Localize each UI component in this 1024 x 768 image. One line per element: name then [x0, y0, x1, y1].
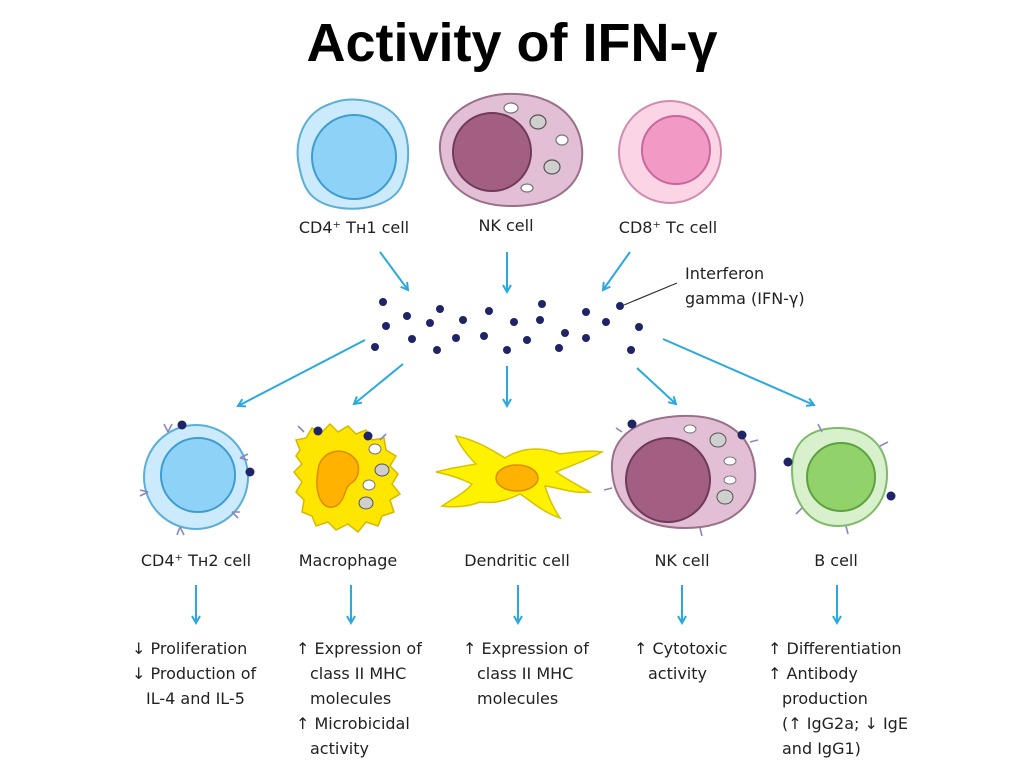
effect-line: class II MHC [477, 664, 574, 683]
b-cell-label: B cell [814, 551, 858, 570]
effect-line: class II MHC [310, 664, 407, 683]
effect-line: ↑ Expression of [463, 639, 589, 658]
ifn-gamma-molecules [371, 298, 643, 354]
dendritic-cell-label: Dendritic cell [464, 551, 570, 570]
arrow-th1-to-ifn [379, 251, 408, 290]
effect-line: molecules [310, 689, 392, 708]
effect-line: (↑ IgG2a; ↓ IgE [782, 714, 908, 733]
effect-line: ↑ Differentiation [768, 639, 902, 658]
effect-line: ↓ Production of [132, 664, 257, 683]
nk-effects: ↑ Cytotoxic activity [634, 636, 727, 686]
effect-line: ↑ Antibody [768, 664, 858, 683]
effect-line: activity [310, 739, 369, 758]
th1-cell-icon [296, 98, 410, 210]
tc-cell-icon [618, 100, 722, 204]
arrow-ifn-to-nk [636, 367, 676, 404]
effect-line: ↓ Proliferation [132, 639, 248, 658]
th2-effects: ↓ Proliferation ↓ Production of IL-4 and… [132, 636, 256, 711]
ifn-gamma-label: Interferon gamma (IFN-γ) [685, 261, 805, 311]
effect-line: production [782, 689, 868, 708]
effect-line: and IgG1) [782, 739, 861, 758]
th1-cell-label: CD4⁺ Tʜ1 cell [298, 218, 410, 237]
ifn-label-line2: gamma (IFN-γ) [685, 289, 805, 308]
page-title: Activity of IFN-γ [306, 13, 718, 73]
effect-line: molecules [477, 689, 559, 708]
effect-line: IL-4 and IL-5 [146, 689, 245, 708]
arrow-ifn-to-th2 [238, 339, 366, 406]
bcell-effects: ↑ Differentiation ↑ Antibody production … [768, 636, 908, 761]
macrophage-effects: ↑ Expression of class II MHC molecules ↑… [296, 636, 422, 761]
th2-cell-label: CD4⁺ Tʜ2 cell [140, 551, 252, 570]
effect-line: ↑ Expression of [296, 639, 422, 658]
macrophage-label: Macrophage [298, 551, 398, 570]
ifn-label-line1: Interferon [685, 264, 765, 283]
effect-line: ↑ Microbicidal [296, 714, 410, 733]
macrophage-icon [292, 422, 402, 534]
arrow-tc-to-ifn [603, 251, 631, 290]
th2-cell-icon [139, 420, 255, 536]
ifn-label-leader [623, 282, 678, 306]
effect-line: activity [648, 664, 707, 683]
nk-target-label: NK cell [654, 551, 710, 570]
arrow-ifn-to-bcell [662, 338, 814, 405]
effect-line: ↑ Cytotoxic [634, 639, 728, 658]
nk-cell-icon [438, 92, 584, 208]
nk-cell-label: NK cell [478, 216, 534, 235]
arrow-ifn-to-macrophage [354, 363, 404, 404]
b-cell-icon [783, 423, 896, 535]
dendritic-effects: ↑ Expression of class II MHC molecules [463, 636, 589, 711]
nk-target-cell-icon [603, 414, 759, 537]
dendritic-cell-icon [435, 434, 605, 520]
tc-cell-label: CD8⁺ Tᴄ cell [618, 218, 718, 237]
